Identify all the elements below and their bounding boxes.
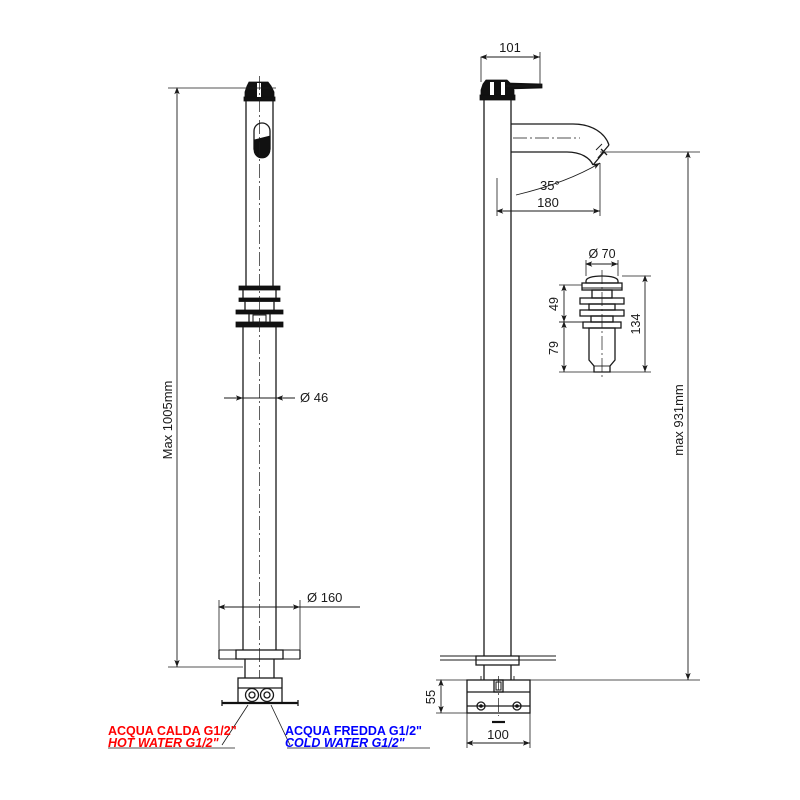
callout-cold-line2: COLD WATER G1/2" xyxy=(285,736,406,750)
right-view-spout xyxy=(511,123,610,166)
left-view-column-upper xyxy=(245,101,274,286)
dim-base-width: 100 xyxy=(466,713,531,748)
leader-hot xyxy=(221,704,249,746)
dim-label-base-height: 55 xyxy=(423,690,438,704)
right-view-column xyxy=(483,100,512,656)
right-view-group: 101 35° 180 max 931mm xyxy=(423,40,700,748)
left-view-inlet-block xyxy=(221,677,299,706)
left-view-group: Max 1005mm Ø 46 Ø 160 xyxy=(108,76,430,749)
dim-label-overall-height-right: max 931mm xyxy=(671,384,686,456)
callout-hot-line2: HOT WATER G1/2" xyxy=(108,736,220,750)
right-view-handle-cap xyxy=(479,79,543,101)
dim-label-spout-angle: 35° xyxy=(540,178,560,193)
dim-lower-section: 79 xyxy=(547,321,594,373)
dim-overall-height-left: Max 1005mm xyxy=(160,87,276,668)
dim-spout-reach: 180 xyxy=(496,163,601,216)
right-view-base-box xyxy=(466,676,531,724)
dim-label-overall-height-left: Max 1005mm xyxy=(160,381,175,460)
left-view-column-lower xyxy=(242,327,277,650)
callout-cold-line1: ACQUA FREDDA G1/2" xyxy=(285,724,422,738)
dim-label-base-diameter: Ø 160 xyxy=(307,590,342,605)
dim-handle-offset: 101 xyxy=(480,40,541,86)
callout-cold-water: ACQUA FREDDA G1/2" COLD WATER G1/2" xyxy=(285,724,422,750)
dim-base-height: 55 xyxy=(423,679,467,714)
dim-spout-angle: 35° xyxy=(515,162,601,196)
callout-hot-line1: ACQUA CALDA G1/2" xyxy=(108,724,237,738)
dim-label-handle-offset: 101 xyxy=(499,40,521,55)
leader-cold xyxy=(270,704,291,746)
dim-label-cap-diameter: Ø 70 xyxy=(588,247,615,261)
dim-label-lower-section: 79 xyxy=(547,341,561,355)
dim-detail-total-height: 134 xyxy=(610,275,651,373)
detail-view-group: Ø 70 49 79 134 xyxy=(547,247,651,378)
left-view-lever-handle xyxy=(253,122,271,159)
right-view-stem xyxy=(480,665,515,680)
dim-label-column-diameter: Ø 46 xyxy=(300,390,328,405)
dim-overall-height-right: max 931mm xyxy=(530,151,700,681)
dim-cap-diameter: Ø 70 xyxy=(585,247,619,276)
right-view-base-flange xyxy=(440,655,556,666)
dim-base-diameter: Ø 160 xyxy=(218,590,360,650)
dim-label-spout-reach: 180 xyxy=(537,195,559,210)
dim-label-detail-total-height: 134 xyxy=(629,314,643,335)
right-view-aerator xyxy=(595,143,603,151)
left-view-stem xyxy=(244,659,275,678)
dim-label-upper-section: 49 xyxy=(547,297,561,311)
callout-hot-water: ACQUA CALDA G1/2" HOT WATER G1/2" xyxy=(108,724,237,750)
dim-label-base-width: 100 xyxy=(487,727,509,742)
